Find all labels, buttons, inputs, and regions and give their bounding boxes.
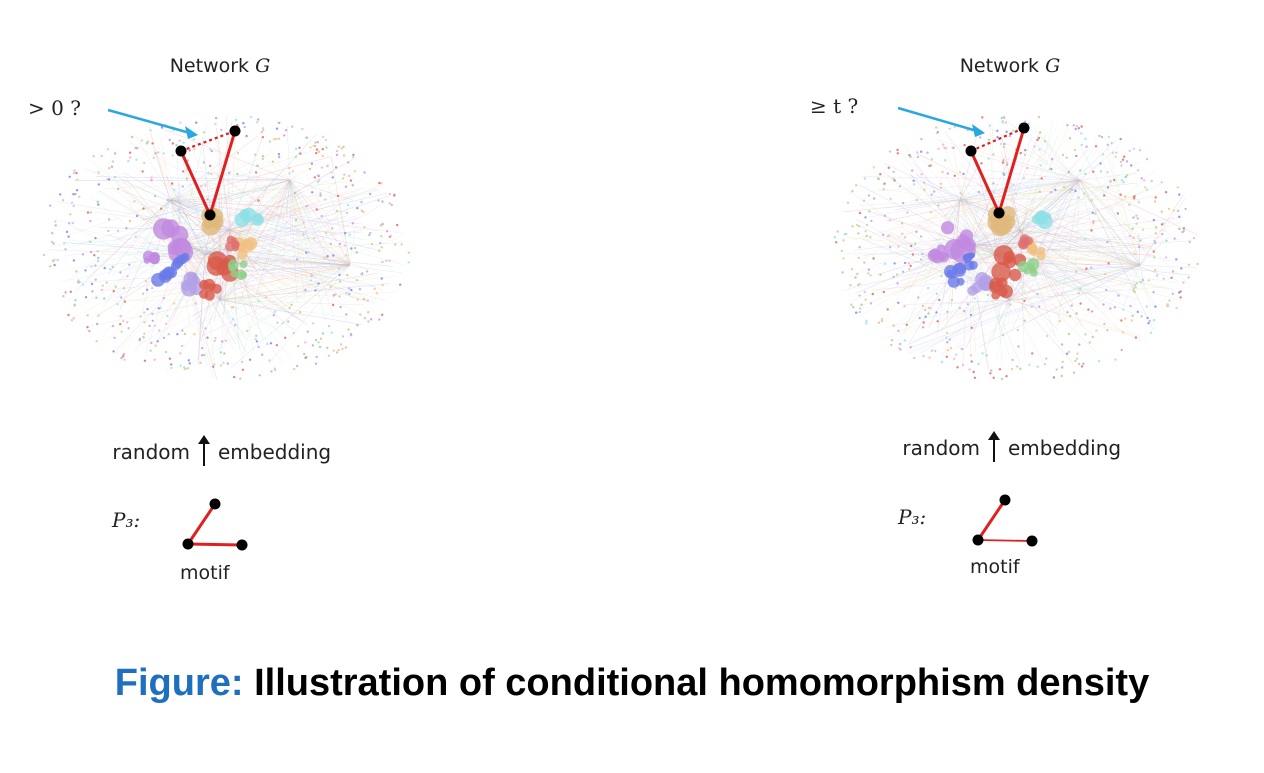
motif-label: motif <box>180 562 230 584</box>
random-label: random <box>112 440 190 464</box>
up-arrow-icon <box>198 435 210 466</box>
embedding-label: embedding <box>218 440 332 464</box>
motif-node <box>236 539 248 551</box>
network-graph <box>42 108 410 381</box>
density-question: ≥ t ? <box>810 94 859 118</box>
motif-node <box>182 538 194 550</box>
motif-node <box>1026 535 1038 547</box>
left-panel: Network G > 0 ? random embedding P₃: mot… <box>20 0 440 620</box>
motif-label: motif <box>970 556 1020 578</box>
motif-edge <box>186 503 217 545</box>
caption-text: Illustration of conditional homomorphism… <box>243 662 1150 704</box>
motif-edge <box>976 499 1007 541</box>
caption-prefix: Figure: <box>114 662 244 704</box>
random-label: random <box>902 436 980 460</box>
network-graph <box>833 106 1199 381</box>
right-panel: Network G ≥ t ? random embedding P₃: mot… <box>810 0 1230 620</box>
figure-caption: Figure: Illustration of conditional homo… <box>0 662 1264 705</box>
motif-p3-graph <box>182 498 248 551</box>
motif-edge <box>977 539 1033 542</box>
up-arrow-icon <box>988 431 1000 462</box>
motif-edge <box>187 542 243 547</box>
motif-node <box>999 494 1011 506</box>
density-question: > 0 ? <box>28 96 81 120</box>
motif-node <box>972 534 984 546</box>
embedding-label: embedding <box>1008 436 1122 460</box>
motif-node <box>209 498 221 510</box>
motif-p3-graph <box>972 494 1038 547</box>
motif-name: P₃: <box>898 505 927 529</box>
motif-name: P₃: <box>112 508 141 532</box>
network-title: Network G <box>169 55 271 77</box>
network-title: Network G <box>959 55 1061 77</box>
